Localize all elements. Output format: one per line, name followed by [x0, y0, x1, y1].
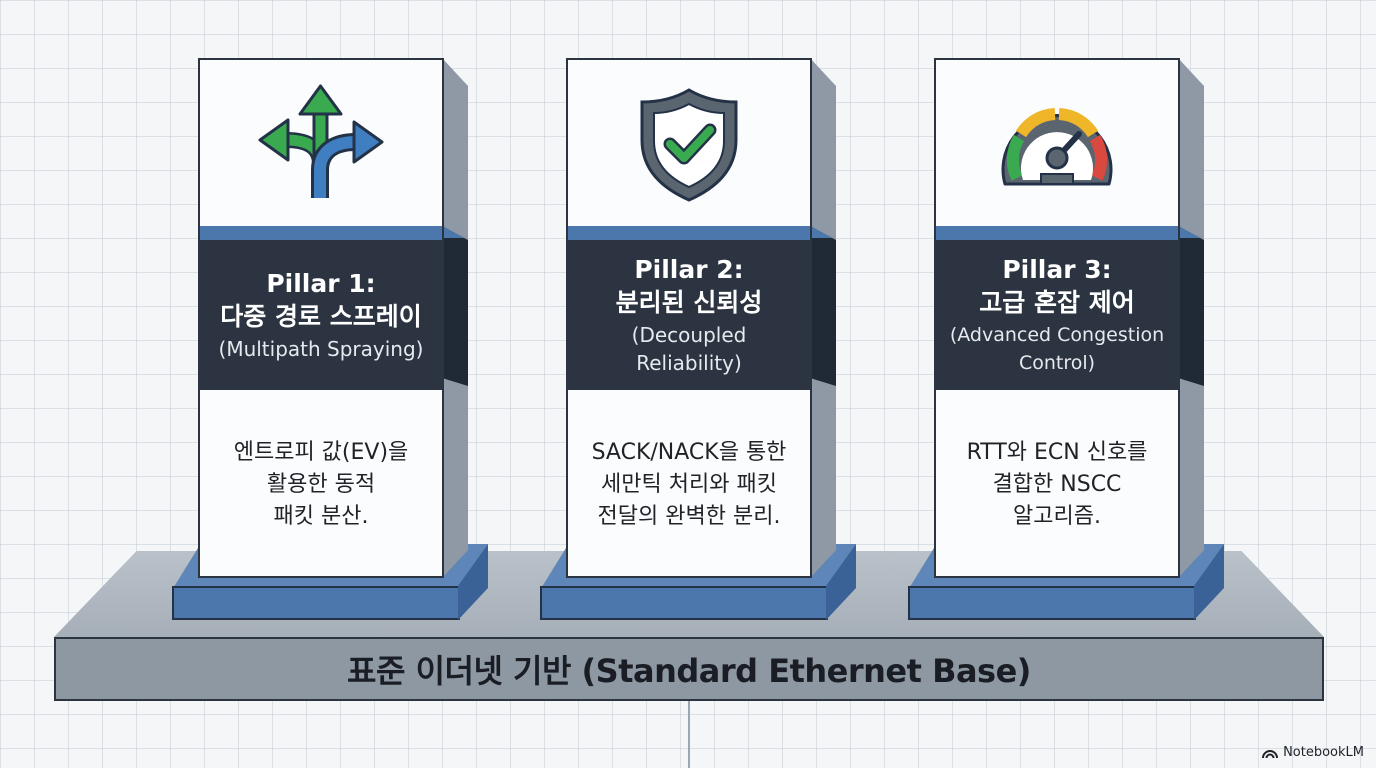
- pillar-description: SACK/NACK을 통한 세만틱 처리와 패킷 전달의 완벽한 분리.: [568, 390, 810, 576]
- background-connector-line: [688, 700, 690, 768]
- pillar-title: Pillar 3:: [1002, 255, 1112, 284]
- pillar-english-name: (Multipath Spraying): [218, 337, 424, 361]
- pillar-title-band: Pillar 3: 고급 혼잡 제어 (Advanced Congestion …: [936, 240, 1178, 390]
- icon-area: [568, 60, 810, 228]
- brand-watermark: NotebookLM: [1262, 745, 1364, 760]
- pillar-title: Pillar 1:: [266, 269, 376, 298]
- shield-check-icon: [640, 88, 738, 202]
- description-line: 전달의 완벽한 분리.: [597, 504, 781, 529]
- icon-area: [200, 60, 442, 228]
- pillar-column: Pillar 1: 다중 경로 스프레이 (Multipath Spraying…: [198, 58, 444, 578]
- description-line: 알고리즘.: [1013, 504, 1101, 529]
- plinth-front: [908, 586, 1196, 620]
- description-line: 엔트로피 값(EV)을: [233, 440, 409, 465]
- column-side-band: [442, 226, 468, 386]
- accent-stripe: [936, 226, 1178, 240]
- description-line: RTT와 ECN 신호를: [966, 440, 1148, 465]
- description-line: 결합한 NSCC: [992, 472, 1122, 497]
- pillar-subtitle: 분리된 신뢰성: [615, 288, 763, 317]
- pillar-subtitle: 고급 혼잡 제어: [979, 288, 1135, 317]
- pillar-title-band: Pillar 1: 다중 경로 스프레이 (Multipath Spraying…: [200, 240, 442, 390]
- description-line: 활용한 동적: [266, 472, 376, 497]
- brand-name: NotebookLM: [1283, 745, 1364, 760]
- accent-stripe: [568, 226, 810, 240]
- plinth-front: [172, 586, 460, 620]
- pillar-2: Pillar 2: 분리된 신뢰성 (Decoupled Reliability…: [540, 58, 856, 620]
- accent-stripe: [200, 226, 442, 240]
- column-side-band: [1178, 226, 1204, 386]
- pillar-title-band: Pillar 2: 분리된 신뢰성 (Decoupled Reliability…: [568, 240, 810, 390]
- plinth-front: [540, 586, 828, 620]
- speedometer-gauge-icon: [1001, 108, 1113, 186]
- icon-area: [936, 60, 1178, 228]
- pillar-column: Pillar 2: 분리된 신뢰성 (Decoupled Reliability…: [566, 58, 812, 578]
- description-line: 패킷 분산.: [273, 504, 369, 529]
- pillar-description: RTT와 ECN 신호를 결합한 NSCC 알고리즘.: [936, 390, 1178, 576]
- pillar-title: Pillar 2:: [634, 255, 744, 284]
- pillar-english-name: (Decoupled Reliability): [631, 323, 747, 375]
- pillar-3: Pillar 3: 고급 혼잡 제어 (Advanced Congestion …: [908, 58, 1224, 620]
- pillar-description: 엔트로피 값(EV)을 활용한 동적 패킷 분산.: [200, 390, 442, 576]
- multipath-arrows-icon: [258, 84, 384, 198]
- pillar-column: Pillar 3: 고급 혼잡 제어 (Advanced Congestion …: [934, 58, 1180, 578]
- pillar-subtitle: 다중 경로 스프레이: [220, 302, 422, 331]
- pillar-1: Pillar 1: 다중 경로 스프레이 (Multipath Spraying…: [172, 58, 488, 620]
- pillar-english-name: (Advanced Congestion Control): [949, 324, 1165, 374]
- column-side-band: [810, 226, 836, 386]
- base-label: 표준 이더넷 기반 (Standard Ethernet Base): [347, 652, 1031, 690]
- base-platform: 표준 이더넷 기반 (Standard Ethernet Base): [54, 637, 1324, 701]
- description-line: SACK/NACK을 통한: [591, 440, 787, 465]
- notebooklm-logo-icon: [1262, 749, 1279, 758]
- description-line: 세만틱 처리와 패킷: [601, 472, 777, 497]
